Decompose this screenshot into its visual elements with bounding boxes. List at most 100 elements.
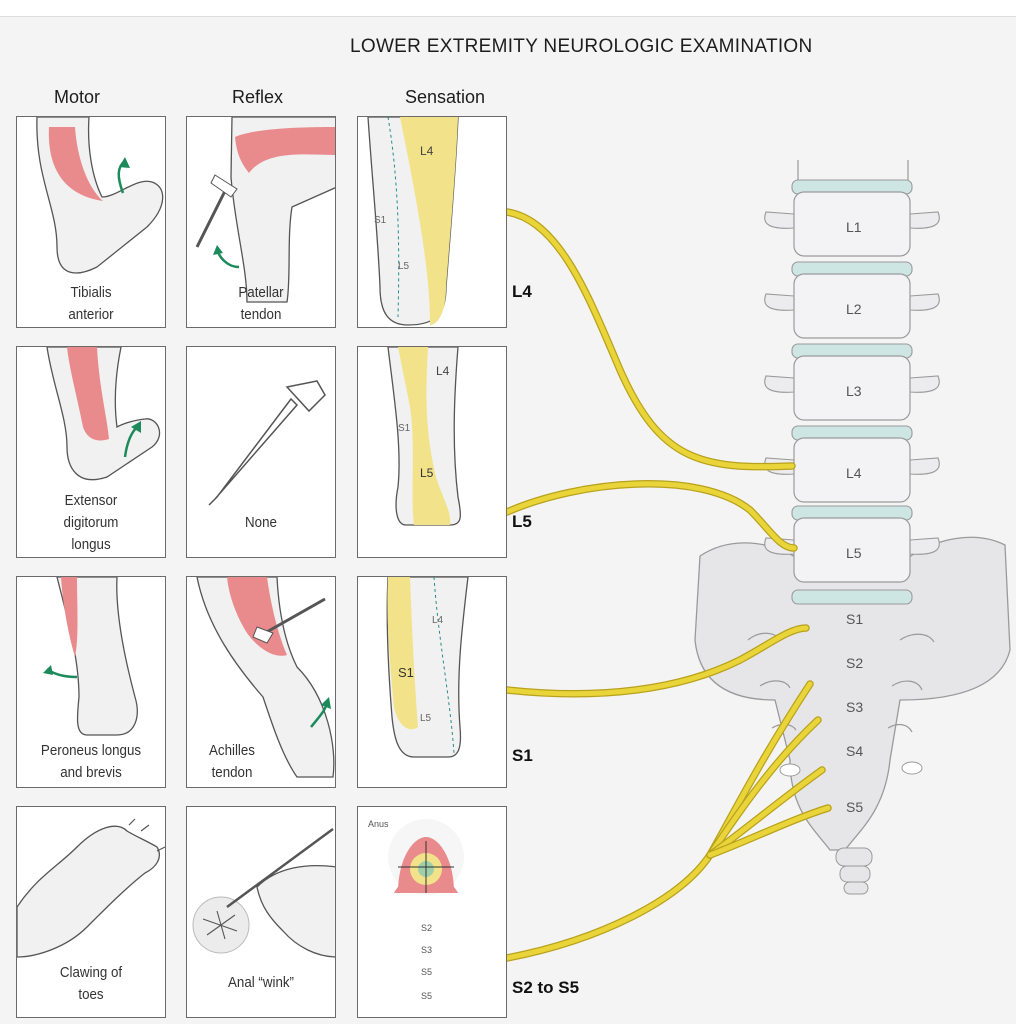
- dermatome-label: S1: [374, 215, 387, 226]
- dermatome-label: Anus: [368, 819, 389, 829]
- nerve-s2: [504, 681, 813, 961]
- caption-line: anterior: [68, 306, 114, 323]
- caption-line: Achilles: [209, 743, 255, 759]
- vertebra-label: L5: [846, 545, 862, 561]
- transverse-process: [764, 293, 795, 311]
- nerve-s5: [707, 805, 831, 858]
- coccyx: [835, 847, 873, 867]
- caption-line: and brevis: [60, 764, 122, 781]
- caption-line: longus: [71, 536, 111, 553]
- motor-caption-s1: Peroneus longus and brevis: [23, 741, 159, 785]
- dermatome-label: L5: [398, 261, 410, 272]
- vertebra-label: L3: [846, 383, 862, 399]
- nerve-roots: [503, 208, 832, 962]
- sensation-panel-s1: L4 S1 L5: [357, 576, 507, 788]
- dermatome-label: S1: [398, 665, 414, 680]
- dermatome-label: S3: [421, 945, 432, 955]
- caption-line: Tibialis: [70, 285, 112, 301]
- dermatome-label: L5: [420, 713, 432, 724]
- nerve-l4: [504, 209, 795, 470]
- dermatome-label: S5: [421, 967, 432, 977]
- column-header-reflex: Reflex: [232, 87, 284, 107]
- motor-caption-s2: Clawing of toes: [23, 963, 159, 1007]
- caption-line: tendon: [240, 306, 282, 323]
- reflex-caption-s1: Achilles tendon: [191, 741, 274, 785]
- dermatome-label: S2: [421, 923, 432, 933]
- root-label-s1: S1: [512, 746, 533, 765]
- vertebra-label: L2: [846, 301, 862, 317]
- reflex-panel-s2: Anal “wink”: [186, 806, 336, 1018]
- toe-clawing-illustration: [17, 818, 165, 958]
- transverse-process: [909, 375, 940, 393]
- dermatome-label: S5: [421, 991, 432, 1001]
- caption-line: tendon: [211, 764, 253, 781]
- caption-line: Peroneus longus: [40, 743, 142, 759]
- reflex-panel-l5: None: [186, 346, 336, 558]
- vertebra-label: L4: [846, 465, 862, 481]
- sensation-panel-s2: Anus S2 S3 S5 S5: [357, 806, 507, 1018]
- dermatome-label: S1: [398, 423, 411, 434]
- dermatome-label: L4: [420, 144, 434, 158]
- motor-caption-l5: Extensor digitorum longus: [23, 491, 159, 556]
- caption-line: Patellar: [238, 285, 284, 301]
- top-strip: [0, 0, 1016, 17]
- vertebra-l3: [793, 355, 911, 421]
- nerve-l4-outline: [503, 208, 796, 471]
- foot-dorsiflexion-illustration: [36, 117, 164, 274]
- vertebra-l1: [793, 191, 911, 257]
- dermatome-s1-illustration: L4 S1 L5: [386, 577, 469, 758]
- transverse-process: [909, 211, 940, 229]
- dermatome-l4-illustration: L4 S1 L5: [367, 117, 459, 326]
- caption-line: Extensor: [64, 493, 118, 509]
- column-header-motor: Motor: [54, 87, 101, 107]
- reflex-panel-l4: Patellar tendon: [186, 116, 336, 328]
- transverse-process: [764, 211, 795, 229]
- vertebra-label: L1: [846, 219, 862, 235]
- sacral-label: S5: [846, 799, 863, 815]
- dermatome-l5-illustration: L4 S1 L5: [387, 347, 462, 526]
- page-title: LOWER EXTREMITY NEUROLOGIC EXAMINATION: [350, 36, 813, 57]
- perianal-dermatome-illustration: Anus S2 S3 S5 S5: [368, 819, 464, 1001]
- sacral-label: S3: [846, 699, 863, 715]
- caption-line: None: [245, 515, 277, 531]
- caption-line: Anal “wink”: [228, 975, 294, 991]
- motor-panel-l4: Tibialis anterior: [16, 116, 166, 328]
- dermatome-label: L4: [436, 364, 450, 378]
- sensation-panel-l5: L4 S1 L5: [357, 346, 507, 558]
- vertebra-l2: [793, 273, 911, 339]
- transverse-process: [909, 293, 940, 311]
- foot-eversion-illustration: [43, 577, 138, 736]
- reflex-caption-l4: Patellar tendon: [193, 283, 329, 327]
- dermatome-label: L5: [420, 466, 434, 480]
- root-label-l5: L5: [512, 512, 532, 531]
- sacral-label: S4: [846, 743, 863, 759]
- caption-line: toes: [78, 986, 104, 1003]
- nerve-s1: [504, 625, 809, 697]
- nerve-s3: [707, 717, 821, 858]
- toe-extension-illustration: [46, 347, 161, 481]
- caption-line: Clawing of: [59, 965, 123, 981]
- reflex-caption-l5: None: [193, 513, 329, 535]
- motor-caption-l4: Tibialis anterior: [23, 283, 159, 327]
- intervertebral-disc: [791, 589, 913, 605]
- nerve-s2-outline: [503, 680, 814, 962]
- motor-panel-l5: Extensor digitorum longus: [16, 346, 166, 558]
- anal-wink-illustration: [192, 827, 335, 958]
- patellar-reflex-illustration: [195, 117, 335, 303]
- transverse-process: [909, 457, 940, 475]
- reflex-caption-s2: Anal “wink”: [193, 973, 329, 995]
- vertebra-l4: [793, 437, 911, 503]
- achilles-reflex-illustration: [196, 577, 335, 778]
- column-header-sensation: Sensation: [405, 87, 486, 107]
- caption-line: digitorum: [63, 514, 119, 531]
- sacral-label: S2: [846, 655, 863, 671]
- sensation-panel-l4: L4 S1 L5: [357, 116, 507, 328]
- nerve-l5-outline: [503, 480, 798, 552]
- reflex-hammer-icon: [208, 380, 326, 506]
- dermatome-label: L4: [432, 615, 444, 626]
- reflex-panel-s1: Achilles tendon: [186, 576, 336, 788]
- transverse-process: [764, 375, 795, 393]
- motor-panel-s1: Peroneus longus and brevis: [16, 576, 166, 788]
